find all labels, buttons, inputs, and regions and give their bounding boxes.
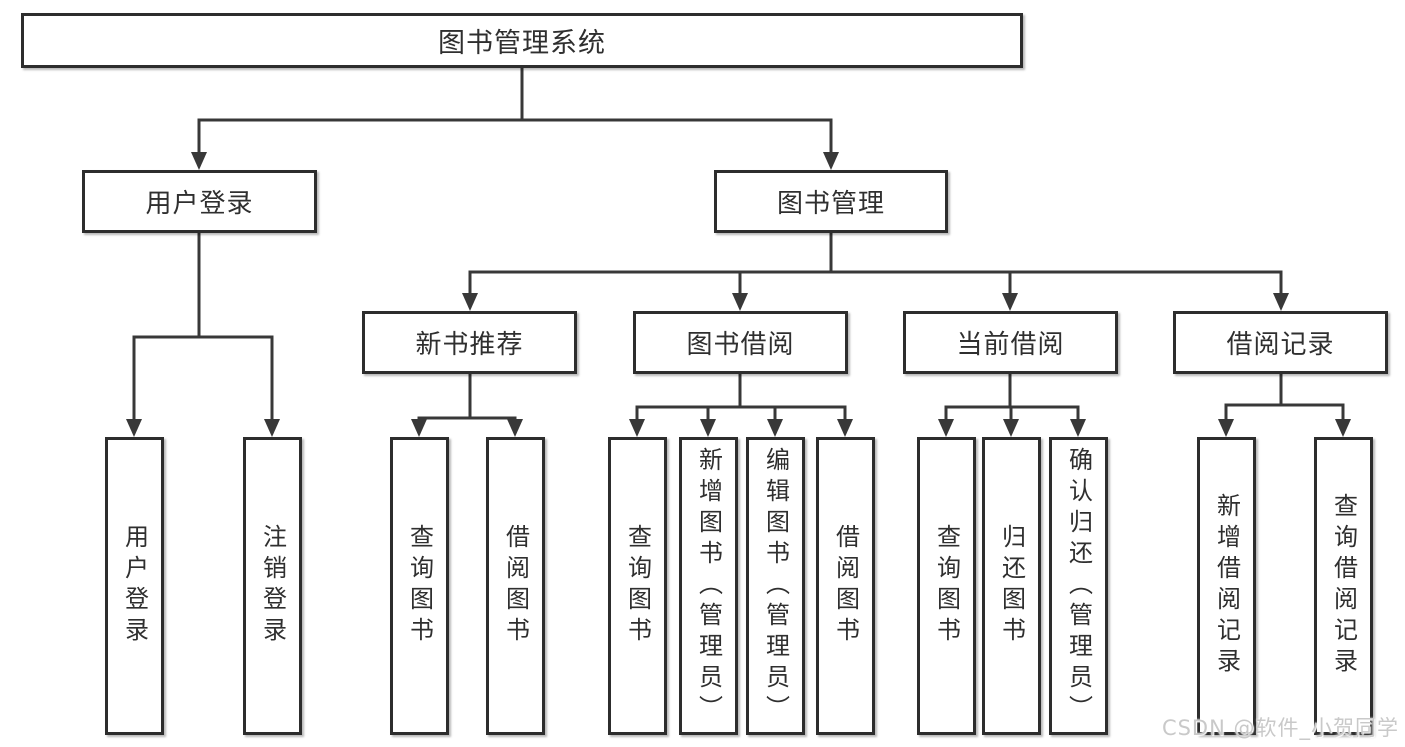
edge-records-to-leaves bbox=[1224, 372, 1345, 425]
csdn-watermark: CSDN @软件_小贺同学 bbox=[1161, 716, 1399, 740]
node-label: 新书推荐 bbox=[415, 330, 524, 360]
node-label: 图书管理系统 bbox=[438, 28, 606, 59]
node-label: 查询借阅记录 bbox=[1329, 493, 1358, 679]
node-label: 图书借阅 bbox=[686, 330, 795, 360]
leaf-query-books-borrowing: 查询图书 bbox=[608, 437, 667, 735]
edge-bookborrow-to-leaves bbox=[635, 372, 847, 425]
node-current-borrowing: 当前借阅 bbox=[903, 311, 1118, 374]
node-new-book-recommendation: 新书推荐 bbox=[362, 311, 577, 374]
node-label: 用户登录 bbox=[145, 189, 254, 219]
leaf-query-borrow-record: 查询借阅记录 bbox=[1314, 437, 1373, 735]
node-label: 确认归还（管理员） bbox=[1064, 446, 1093, 726]
node-label: 编辑图书（管理员） bbox=[761, 446, 790, 726]
node-label: 图书管理 bbox=[776, 189, 885, 219]
node-label: 借阅图书 bbox=[831, 524, 860, 648]
edge-userlogin-to-leaves bbox=[132, 231, 274, 425]
node-label: 借阅图书 bbox=[501, 524, 530, 648]
node-label: 查询图书 bbox=[932, 524, 961, 648]
node-label: 归还图书 bbox=[997, 524, 1026, 648]
edge-bookmgmt-to-level3 bbox=[468, 231, 1283, 299]
leaf-add-book-admin: 新增图书（管理员） bbox=[679, 437, 738, 735]
leaf-logout-login: 注销登录 bbox=[243, 437, 302, 735]
node-label: 借阅记录 bbox=[1226, 330, 1335, 360]
edge-currentborrow-to-leaves bbox=[944, 372, 1080, 425]
node-label: 新增图书（管理员） bbox=[694, 446, 723, 726]
leaf-query-books-current: 查询图书 bbox=[917, 437, 976, 735]
leaf-borrow-books-borrowing: 借阅图书 bbox=[816, 437, 875, 735]
node-book-management: 图书管理 bbox=[714, 170, 948, 233]
leaf-query-books-recommend: 查询图书 bbox=[390, 437, 449, 735]
node-book-borrowing: 图书借阅 bbox=[633, 311, 848, 374]
node-library-management-system: 图书管理系统 bbox=[21, 13, 1023, 68]
node-label: 注销登录 bbox=[258, 524, 287, 648]
leaf-user-login: 用户登录 bbox=[105, 437, 164, 735]
node-label: 用户登录 bbox=[120, 524, 149, 648]
node-label: 查询图书 bbox=[405, 524, 434, 648]
edge-newbook-to-leaves bbox=[417, 372, 517, 425]
node-borrowing-records: 借阅记录 bbox=[1173, 311, 1388, 374]
leaf-confirm-return-admin: 确认归还（管理员） bbox=[1049, 437, 1108, 735]
leaf-add-borrow-record: 新增借阅记录 bbox=[1197, 437, 1256, 735]
node-label: 新增借阅记录 bbox=[1212, 493, 1241, 679]
leaf-edit-book-admin: 编辑图书（管理员） bbox=[746, 437, 805, 735]
leaf-return-books: 归还图书 bbox=[982, 437, 1041, 735]
edge-root-to-level2 bbox=[197, 66, 833, 158]
node-label: 当前借阅 bbox=[956, 330, 1065, 360]
leaf-borrow-books-recommend: 借阅图书 bbox=[486, 437, 545, 735]
node-user-login: 用户登录 bbox=[82, 170, 317, 233]
node-label: 查询图书 bbox=[623, 524, 652, 648]
